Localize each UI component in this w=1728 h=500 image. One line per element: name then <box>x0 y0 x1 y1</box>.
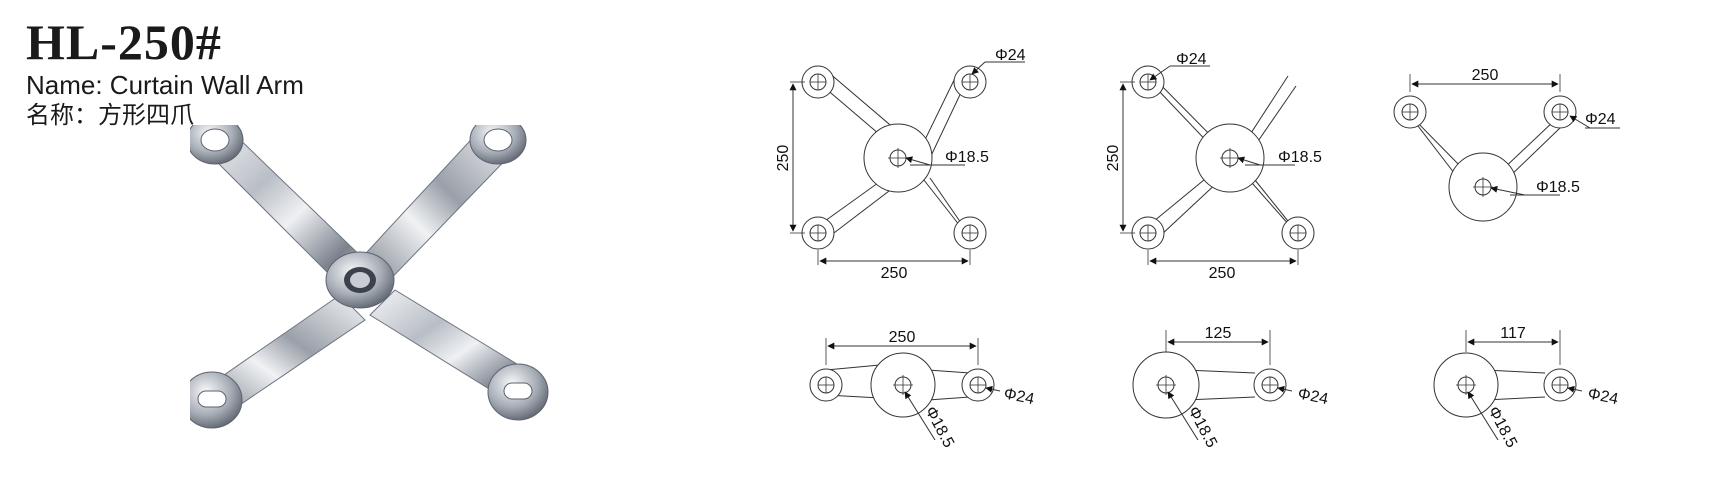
dim-height: 250 <box>775 145 792 172</box>
product-name-english: Name: Curtain Wall Arm <box>26 70 304 100</box>
product-header: HL-250# Name: Curtain Wall Arm 名称：方形四爪 <box>26 16 304 130</box>
dim-hole: Φ24 <box>1296 385 1330 408</box>
hole-top-right <box>483 128 513 152</box>
dim-width: 250 <box>881 265 908 282</box>
model-number: HL-250# <box>26 14 222 70</box>
drawing-two-arm-v: 250 Φ24 Φ18.5 <box>1393 67 1620 222</box>
dim-hole: Φ24 <box>1002 385 1036 408</box>
dim-width: 250 <box>1472 67 1499 84</box>
slot-bottom-right <box>503 382 533 400</box>
dim-width: 117 <box>1500 325 1526 342</box>
drawing-single-arm-125: 125 Φ24 Φ18.5 <box>1132 325 1330 451</box>
dim-height: 250 <box>1105 145 1122 172</box>
dim-hole: Φ24 <box>1585 111 1616 128</box>
drawing-four-arm-2: 250 250 Φ24 Φ18.5 <box>1105 51 1322 282</box>
dim-center: Φ18.5 <box>1536 179 1580 196</box>
dim-hole: Φ24 <box>1176 51 1207 68</box>
product-name-chinese: 名称：方形四爪 <box>26 101 194 129</box>
drawing-four-arm-1: 250 250 Φ24 Φ18.5 <box>775 47 1026 282</box>
dim-width: 250 <box>889 329 916 346</box>
dim-width: 125 <box>1205 325 1232 342</box>
drawing-two-arm-straight: 250 Φ24 Φ18.5 <box>809 329 1036 451</box>
drawing-single-arm-117: 117 Φ24 Φ18.5 <box>1433 325 1620 451</box>
dim-hole: Φ24 <box>995 47 1026 64</box>
product-photo <box>190 125 549 429</box>
dim-center: Φ18.5 <box>945 149 989 166</box>
slot-bottom-left <box>197 390 227 408</box>
dim-center: Φ18.5 <box>1278 149 1322 166</box>
dim-width: 250 <box>1209 265 1236 282</box>
dim-hole: Φ24 <box>1586 385 1620 408</box>
center-hole-inner <box>350 272 370 288</box>
hole-top-left <box>200 128 230 152</box>
